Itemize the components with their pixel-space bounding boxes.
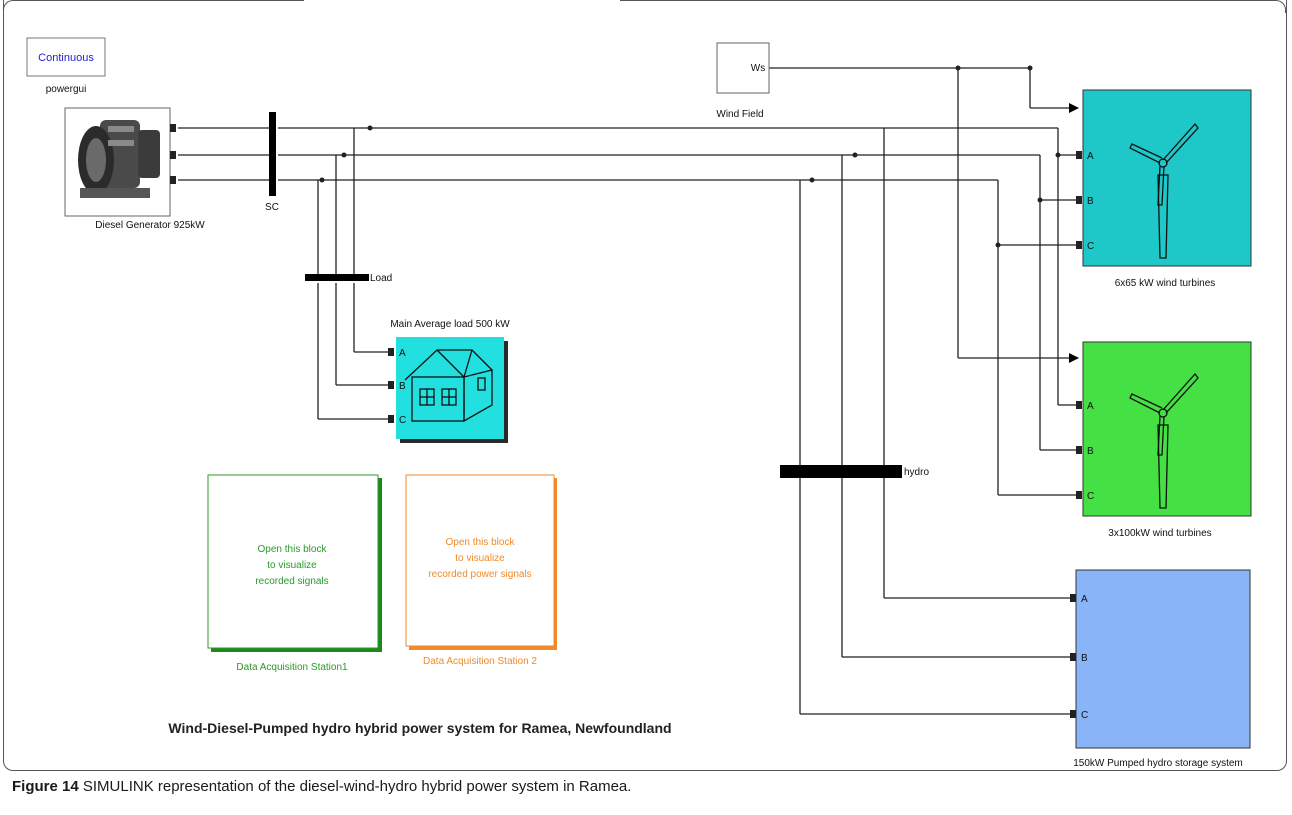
sc-label: SC: [265, 202, 279, 213]
wt2-label: 3x100kW wind turbines: [1108, 528, 1211, 539]
wt1-port-b: B: [1087, 196, 1094, 207]
wind-turbine-icon: [1129, 122, 1199, 259]
wt2-port-b: B: [1087, 446, 1094, 457]
wind-field-port: Ws: [751, 63, 765, 74]
pumped-hydro-block[interactable]: A B C 150kW Pumped hydro storage system: [1070, 569, 1251, 769]
figure-caption-label: Figure 14: [12, 778, 79, 795]
house-icon: [404, 349, 493, 423]
main-load-label: Main Average load 500 kW: [390, 319, 510, 330]
wind-field-block[interactable]: Ws Wind Field: [716, 42, 770, 120]
figure-frame: [3, 0, 1287, 771]
das1-line-3: recorded signals: [255, 576, 328, 587]
powergui-block[interactable]: Continuous powergui: [26, 37, 106, 95]
data-acquisition-station-1[interactable]: Open this block to visualize recorded si…: [207, 474, 382, 673]
generator-image: [78, 120, 160, 198]
diagram-title: Wind-Diesel-Pumped hydro hybrid power sy…: [168, 720, 671, 736]
powergui-display: Continuous: [38, 52, 94, 64]
das1-label: Data Acquisition Station1: [236, 662, 348, 673]
main-load-port-a: A: [399, 348, 406, 359]
wt1-port-a: A: [1087, 151, 1094, 162]
hydro-label: 150kW Pumped hydro storage system: [1073, 758, 1243, 769]
junctions: [319, 65, 1061, 248]
main-load-port-c: C: [399, 415, 406, 426]
figure-caption: Figure 14 SIMULINK representation of the…: [12, 778, 631, 795]
das2-line-3: recorded power signals: [428, 569, 531, 580]
main-load-port-b: B: [399, 381, 406, 392]
sc-bus[interactable]: SC: [265, 112, 279, 213]
das2-label: Data Acquisition Station 2: [423, 656, 537, 667]
wt2-port-a: A: [1087, 401, 1094, 412]
wind-turbines-3x100-block[interactable]: A B C 3x100kW wind turbines: [1076, 341, 1252, 539]
wind-field-label: Wind Field: [716, 109, 763, 120]
hydro-bus-label: hydro: [904, 467, 929, 478]
das2-line-2: to visualize: [455, 553, 505, 564]
wind-turbines-6x65-block[interactable]: A B C 6x65 kW wind turbines: [1076, 89, 1252, 289]
simulink-diagram: Continuous powergui Diesel Generator 925…: [26, 37, 1252, 769]
hydro-bus[interactable]: hydro: [780, 465, 929, 478]
main-load-block[interactable]: Main Average load 500 kW A B C: [388, 319, 510, 443]
hydro-port-a: A: [1081, 594, 1088, 605]
data-acquisition-station-2[interactable]: Open this block to visualize recorded po…: [405, 474, 557, 667]
diesel-generator-block[interactable]: Diesel Generator 925kW: [64, 107, 205, 231]
wt1-label: 6x65 kW wind turbines: [1115, 278, 1216, 289]
hydro-port-c: C: [1081, 710, 1088, 721]
wind-turbine-icon: [1129, 372, 1199, 509]
powergui-label: powergui: [46, 84, 87, 95]
das1-line-2: to visualize: [267, 560, 317, 571]
wt2-port-c: C: [1087, 491, 1094, 502]
wt1-port-c: C: [1087, 241, 1094, 252]
load-bus[interactable]: Load: [305, 273, 392, 284]
wires: [178, 67, 1080, 715]
load-bus-label: Load: [370, 273, 392, 284]
das2-line-1: Open this block: [446, 537, 516, 548]
figure-caption-text: SIMULINK representation of the diesel-wi…: [82, 778, 632, 795]
diesel-generator-label: Diesel Generator 925kW: [95, 220, 205, 231]
das1-line-1: Open this block: [258, 544, 328, 555]
hydro-port-b: B: [1081, 653, 1088, 664]
